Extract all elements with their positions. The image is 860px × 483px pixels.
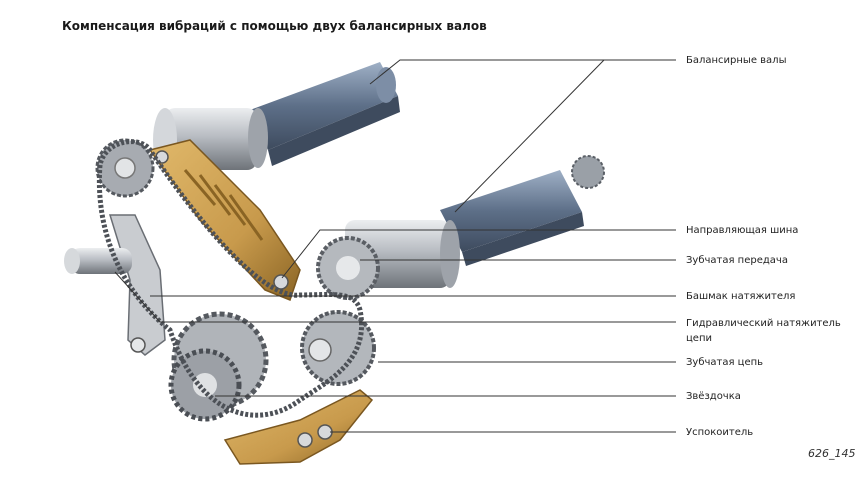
- hydraulic-tensioner: [64, 248, 132, 274]
- label-sprocket: Звёздочка: [686, 391, 741, 402]
- upper-sprocket: [95, 138, 155, 198]
- label-damper: Успокоитель: [686, 427, 754, 438]
- page-title: Компенсация вибраций с помощью двух бала…: [62, 19, 487, 33]
- label-toothed-chain: Зубчатая цепь: [686, 357, 764, 368]
- label-gear: Зубчатая передача: [686, 255, 788, 266]
- lower-balance-shaft: [345, 155, 605, 288]
- label-balance-shafts: Балансирные валы: [686, 55, 787, 66]
- label-hydraulic-tensioner: Гидравлический натяжитель цепи: [686, 318, 841, 344]
- idler-sprocket: [300, 310, 376, 386]
- label-tensioner-shoe: Башмак натяжителя: [686, 291, 796, 302]
- figure-number: 626_145: [808, 447, 856, 460]
- tensioner-shoe: [108, 214, 166, 356]
- leader-lines: [114, 59, 676, 433]
- balance-shaft-gear: [316, 236, 380, 300]
- label-guide-rail: Направляющая шина: [686, 225, 799, 236]
- leader-guide-rail: [281, 229, 676, 279]
- chain-damper: [223, 389, 374, 465]
- leader-balance-shafts: [369, 59, 676, 85]
- guide-rail: [148, 139, 301, 301]
- leader-hydraulic-tensioner: [114, 271, 676, 323]
- toothed-chain: [96, 139, 364, 418]
- leader-balance-shafts-2: [454, 59, 605, 213]
